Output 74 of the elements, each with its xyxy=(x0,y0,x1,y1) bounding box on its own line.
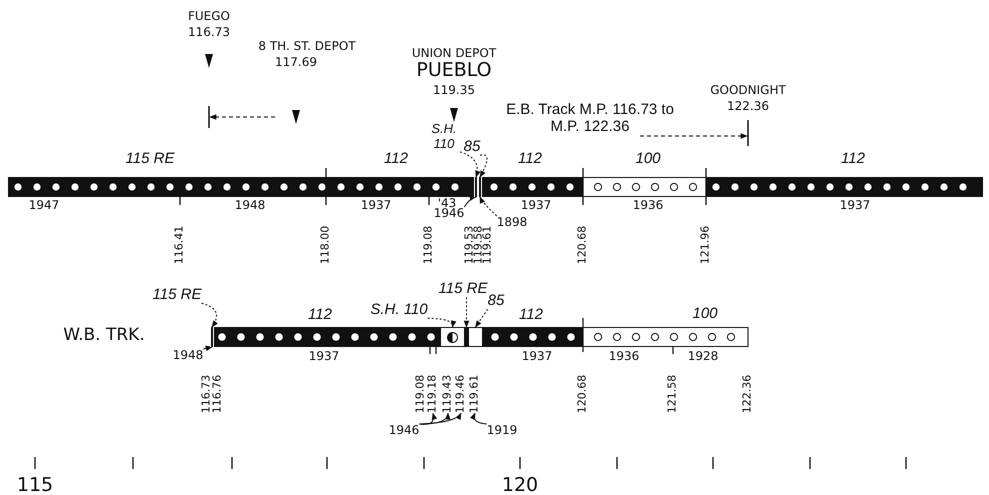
leader-label: 1946 xyxy=(434,207,464,221)
milepost-number: 120.68 xyxy=(576,374,590,414)
leader-line xyxy=(460,151,480,178)
year-label: 1937 xyxy=(308,350,340,364)
milepost-number: 116.41 xyxy=(174,226,186,264)
track-name: W.B. TRK. xyxy=(63,326,145,346)
milepost-number: 117.69 xyxy=(275,56,317,70)
milepost-number: 116.73 xyxy=(188,26,230,40)
milepost-number: 116.76 xyxy=(212,374,224,414)
leader-line xyxy=(464,296,470,328)
leader-label: 1898 xyxy=(496,216,528,230)
milepost-number: 119.18 xyxy=(426,374,440,414)
milepost-number: 119.46 xyxy=(454,374,468,414)
leader-label: 115 RE xyxy=(438,280,488,298)
track-extent-note: E.B. Track M.P. 116.73 to M.P. 122.36 xyxy=(505,101,675,136)
leader-label: 85 xyxy=(464,138,480,156)
scale-number: 120 xyxy=(502,475,538,495)
station-name: 8 TH. ST. DEPOT xyxy=(258,40,356,54)
leader-label: S.H. 110 xyxy=(428,122,460,152)
rail-segment xyxy=(468,327,483,347)
leader-line xyxy=(200,302,218,328)
milepost-number: 122.36 xyxy=(727,100,769,114)
rail-weight-label: 112 xyxy=(841,150,865,168)
rail-weight-label: 112 xyxy=(519,306,543,324)
milepost-number: 122.36 xyxy=(742,374,754,414)
leader-label: 1946 xyxy=(388,424,420,438)
milepost-number: 119.35 xyxy=(433,84,475,98)
milepost-number: 121.58 xyxy=(666,374,680,414)
station-name: GOODNIGHT xyxy=(710,84,786,98)
leader-line xyxy=(427,318,456,328)
rail-weight-label: 100 xyxy=(635,150,661,168)
leader-line xyxy=(202,346,213,352)
city-name: PUEBLO xyxy=(416,60,492,82)
milepost-number: 118.00 xyxy=(320,226,332,264)
leader-label: 1919 xyxy=(486,424,518,438)
scale-number: 115 xyxy=(16,475,54,495)
rail-segment xyxy=(465,327,468,347)
station-name: UNION DEPOT xyxy=(412,47,496,61)
rail-weight-label: 112 xyxy=(384,150,408,168)
year-label: 1936 xyxy=(632,199,664,213)
leader-label: 1948 xyxy=(172,349,204,363)
year-label: 1928 xyxy=(688,350,718,364)
rail-segment xyxy=(478,177,482,197)
rail-weight-label: 115 RE xyxy=(126,150,174,168)
year-label: 1936 xyxy=(608,350,640,364)
year-label: 1937 xyxy=(840,199,870,213)
leader-line xyxy=(418,412,462,424)
leader-line xyxy=(464,196,477,208)
leader-line xyxy=(480,196,498,216)
milepost-number: 119.08 xyxy=(414,374,427,414)
rail-segment xyxy=(474,177,478,197)
leader-line xyxy=(418,412,437,425)
leader-label: 115 RE xyxy=(152,286,202,304)
year-label: 1937 xyxy=(522,350,552,364)
milepost-number: 119.61 xyxy=(468,374,482,414)
milepost-number: 120.68 xyxy=(576,226,590,264)
milepost-number: 116.73 xyxy=(200,374,213,414)
leader-label: 85 xyxy=(488,292,504,310)
leader-line xyxy=(480,154,488,178)
year-label: 1937 xyxy=(360,199,392,213)
year-label: 1948 xyxy=(234,199,266,213)
milepost-number: 119.43 xyxy=(442,374,454,414)
station-name: FUEGO xyxy=(188,10,230,24)
rail-weight-label: 112 xyxy=(308,306,332,324)
rail-weight-label: 112 xyxy=(518,150,542,168)
leader-label: S.H. 110 xyxy=(370,301,428,318)
rail-weight-label: 100 xyxy=(692,305,718,322)
leader-line xyxy=(475,308,488,328)
milepost-number: 119.08 xyxy=(422,226,436,264)
year-label: 1937 xyxy=(520,199,552,213)
year-label: 1947 xyxy=(28,199,60,213)
leader-line xyxy=(470,412,488,424)
rail-segment xyxy=(210,327,214,347)
milepost-number: 121.96 xyxy=(700,226,712,264)
